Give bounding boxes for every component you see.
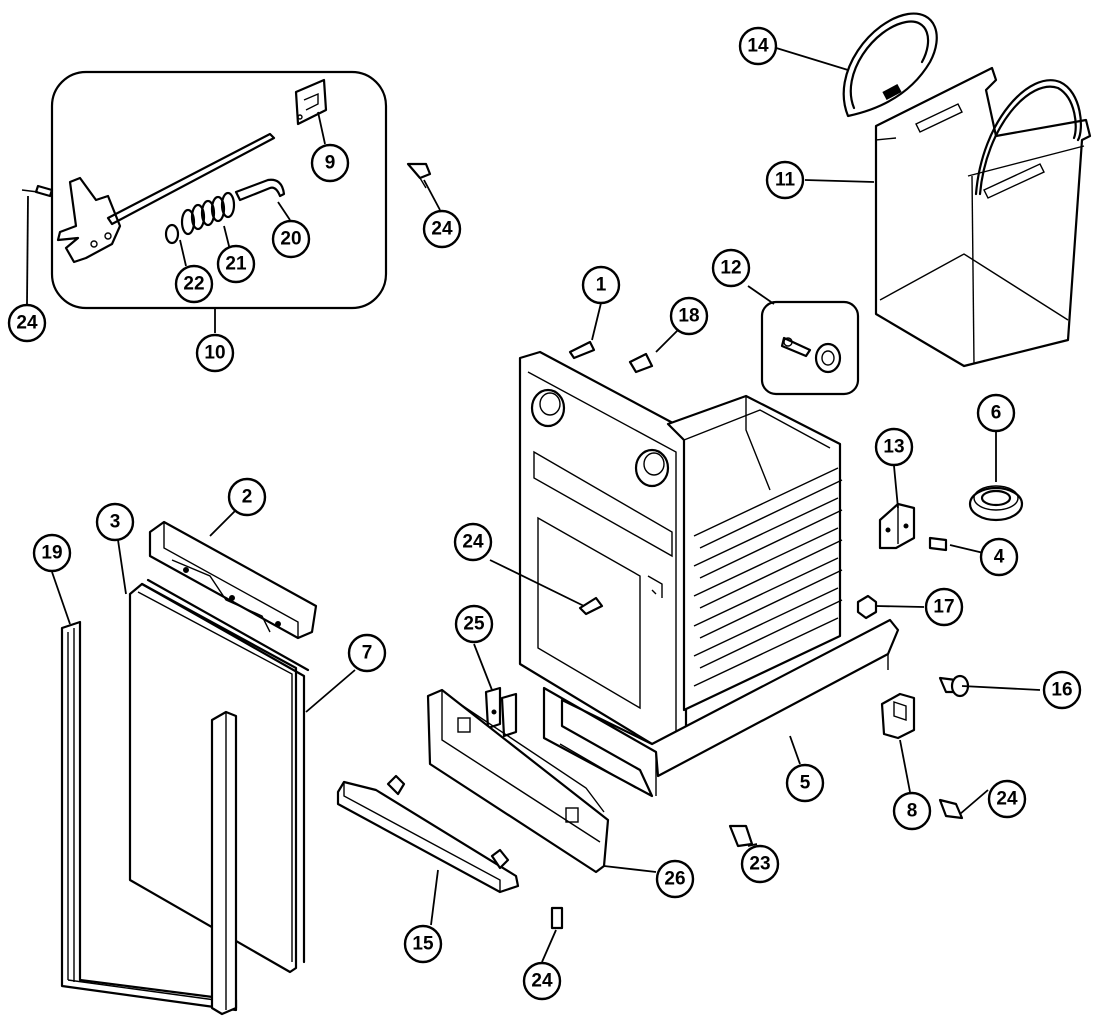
leader-lines (26, 46, 1041, 963)
callout-9: 9 (310, 143, 350, 183)
callout-label: 14 (747, 36, 769, 57)
drawer-handle-15 (336, 774, 520, 894)
callout-24-bottom: 24 (522, 961, 562, 1001)
callout-label: 21 (225, 254, 247, 275)
callout-label: 12 (720, 258, 741, 279)
grommet-6 (968, 485, 1024, 522)
callout-24-center: 24 (453, 522, 493, 562)
callout-16: 16 (1042, 670, 1082, 710)
callout-label: 6 (991, 403, 1002, 424)
callout-label: 19 (41, 543, 62, 564)
callout-label: 5 (800, 773, 811, 794)
callout-15: 15 (403, 924, 443, 964)
callout-7: 7 (347, 633, 387, 673)
callout-label: 24 (16, 313, 38, 334)
callout-3: 3 (95, 502, 135, 542)
callout-label: 26 (664, 869, 685, 890)
callout-label: 22 (183, 274, 204, 295)
callout-label: 24 (431, 219, 453, 240)
callout-25: 25 (454, 604, 494, 644)
callout-label: 13 (883, 437, 904, 458)
callout-22: 22 (174, 264, 214, 304)
callout-label: 10 (204, 343, 225, 364)
callout-24-right: 24 (987, 779, 1027, 819)
callout-23: 23 (740, 844, 780, 884)
screws (21, 162, 970, 930)
callout-17: 17 (924, 587, 964, 627)
callout-label: 7 (362, 643, 373, 664)
bag-11 (874, 66, 1092, 368)
callout-label: 24 (462, 532, 484, 553)
callout-label: 8 (907, 801, 918, 822)
callout-label: 24 (531, 971, 553, 992)
callout-6: 6 (976, 393, 1016, 433)
door-top-trim-2 (148, 520, 318, 640)
callout-label: 17 (933, 597, 954, 618)
callout-26: 26 (655, 859, 695, 899)
callout-label: 20 (280, 229, 301, 250)
door-channel (210, 710, 238, 1016)
callout-24-left: 24 (7, 303, 47, 343)
callout-21: 21 (216, 244, 256, 284)
callout-label: 1 (596, 275, 607, 296)
door-gasket-7 (140, 578, 310, 964)
callout-8: 8 (892, 791, 932, 831)
callout-label: 24 (996, 789, 1018, 810)
bracket-13 (878, 502, 916, 550)
callout-24-top: 24 (422, 209, 462, 249)
callout-label: 4 (994, 547, 1005, 568)
callout-label: 11 (775, 170, 796, 191)
callout-14: 14 (738, 26, 778, 66)
part-12-group (760, 300, 860, 396)
bag-handle-14 (842, 12, 938, 118)
callout-1: 1 (581, 265, 621, 305)
callout-label: 2 (242, 487, 253, 508)
callout-10: 10 (195, 333, 235, 373)
cabinet-body-5 (518, 350, 900, 798)
callout-2: 2 (227, 477, 267, 517)
latch-assembly-group (50, 70, 388, 310)
callout-5: 5 (785, 763, 825, 803)
callout-label: 23 (749, 854, 770, 875)
callout-label: 16 (1051, 680, 1072, 701)
callout-label: 9 (325, 153, 336, 174)
callout-18: 18 (669, 296, 709, 336)
callout-label: 15 (412, 934, 434, 955)
bracket-25 (484, 686, 518, 738)
callout-label: 18 (678, 306, 699, 327)
callout-11: 11 (765, 160, 805, 200)
callout-label: 3 (110, 512, 121, 533)
callout-20: 20 (271, 219, 311, 259)
callout-13: 13 (874, 427, 914, 467)
callout-12: 12 (711, 248, 751, 288)
callout-4: 4 (979, 537, 1019, 577)
callout-19: 19 (32, 533, 72, 573)
bracket-8 (880, 692, 916, 740)
callout-label: 25 (463, 614, 485, 635)
